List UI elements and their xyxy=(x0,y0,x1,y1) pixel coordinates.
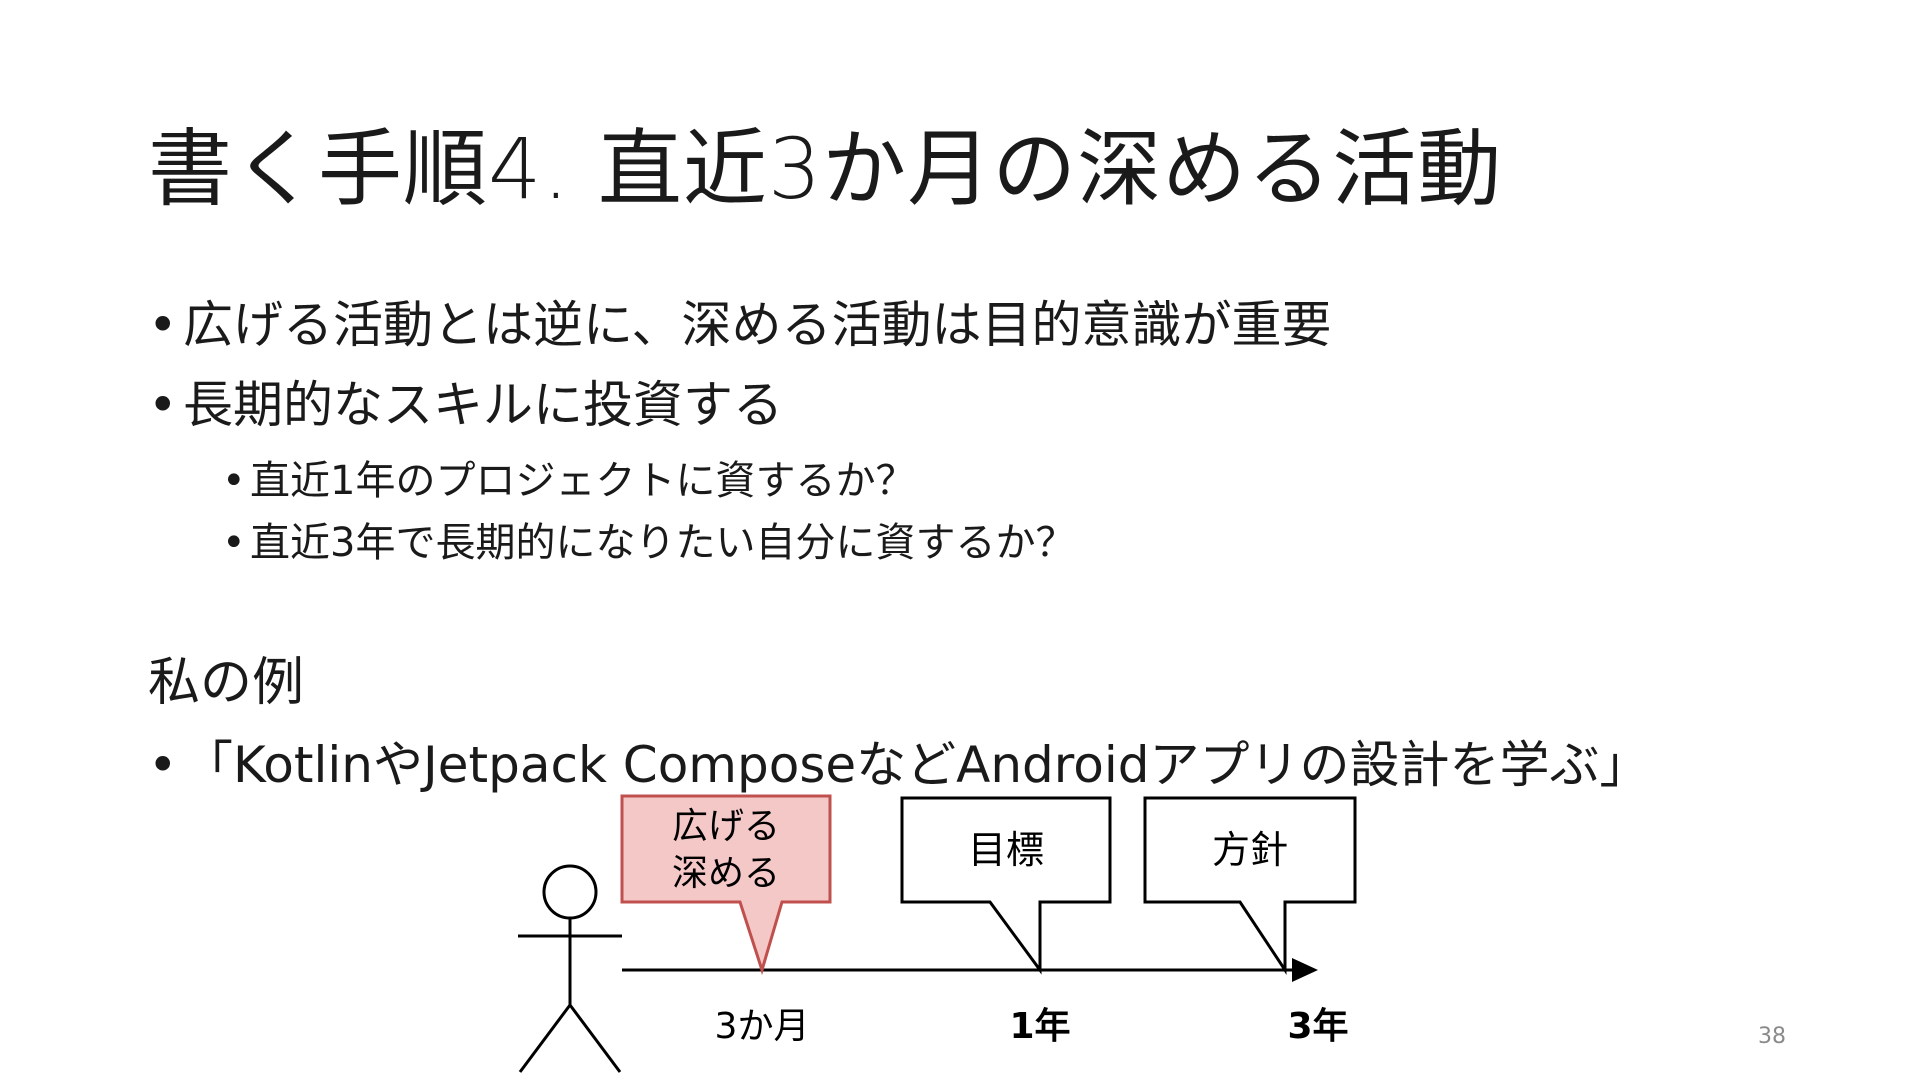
example-heading: 私の例 xyxy=(148,653,305,713)
callout-goal xyxy=(900,796,1112,975)
sub-bullet-text: 直近1年のプロジェクトに資するか？ xyxy=(250,458,916,504)
bullet-text: 長期的なスキルに投資する xyxy=(183,376,783,434)
bullet-text: 広げる活動とは逆に、深める活動は目的意識が重要 xyxy=(183,296,1332,354)
example-bullet-text: 「KotlinやJetpack ComposeなどAndroidアプリの設計を学… xyxy=(183,736,1650,794)
callout-policy xyxy=(1143,796,1357,975)
page-number: 38 xyxy=(1758,1024,1786,1049)
callout-goal-text: 目標 xyxy=(968,828,1044,872)
callout-policy-text: 方針 xyxy=(1212,828,1288,872)
bullet-dot: • xyxy=(222,520,246,566)
bullet-dot: • xyxy=(148,296,178,354)
example-bullet: •「KotlinやJetpack ComposeなどAndroidアプリの設計を… xyxy=(148,725,1649,797)
sub-bullet-item: •直近3年で長期的になりたい自分に資するか？ xyxy=(222,510,1075,568)
bullet-item: •長期的なスキルに投資する xyxy=(148,365,783,437)
figure-right-leg xyxy=(568,1004,622,1073)
bullet-dot: • xyxy=(148,736,178,794)
timeline-label-3months: 3か月 xyxy=(715,1006,810,1047)
stick-figure-icon xyxy=(518,864,622,1073)
callout-highlight xyxy=(620,794,832,976)
sub-bullet-text: 直近3年で長期的になりたい自分に資するか？ xyxy=(250,520,1076,566)
slide-title: 書く手順4. 直近3か月の深める活動 xyxy=(148,120,1503,218)
timeline-label-3years: 3年 xyxy=(1287,1006,1348,1047)
bullet-item: •広げる活動とは逆に、深める活動は目的意識が重要 xyxy=(148,285,1332,357)
bullet-dot: • xyxy=(222,458,246,504)
figure-left-leg xyxy=(518,1004,572,1073)
figure-head xyxy=(542,864,598,920)
timeline-label-1year: 1年 xyxy=(1009,1006,1070,1047)
callout-highlight-line2: 深める xyxy=(672,853,780,894)
callout-highlight-line1: 広げる xyxy=(672,806,780,847)
timeline-arrowhead xyxy=(1292,958,1318,982)
bullet-dot: • xyxy=(148,376,178,434)
sub-bullet-item: •直近1年のプロジェクトに資するか？ xyxy=(222,448,915,506)
